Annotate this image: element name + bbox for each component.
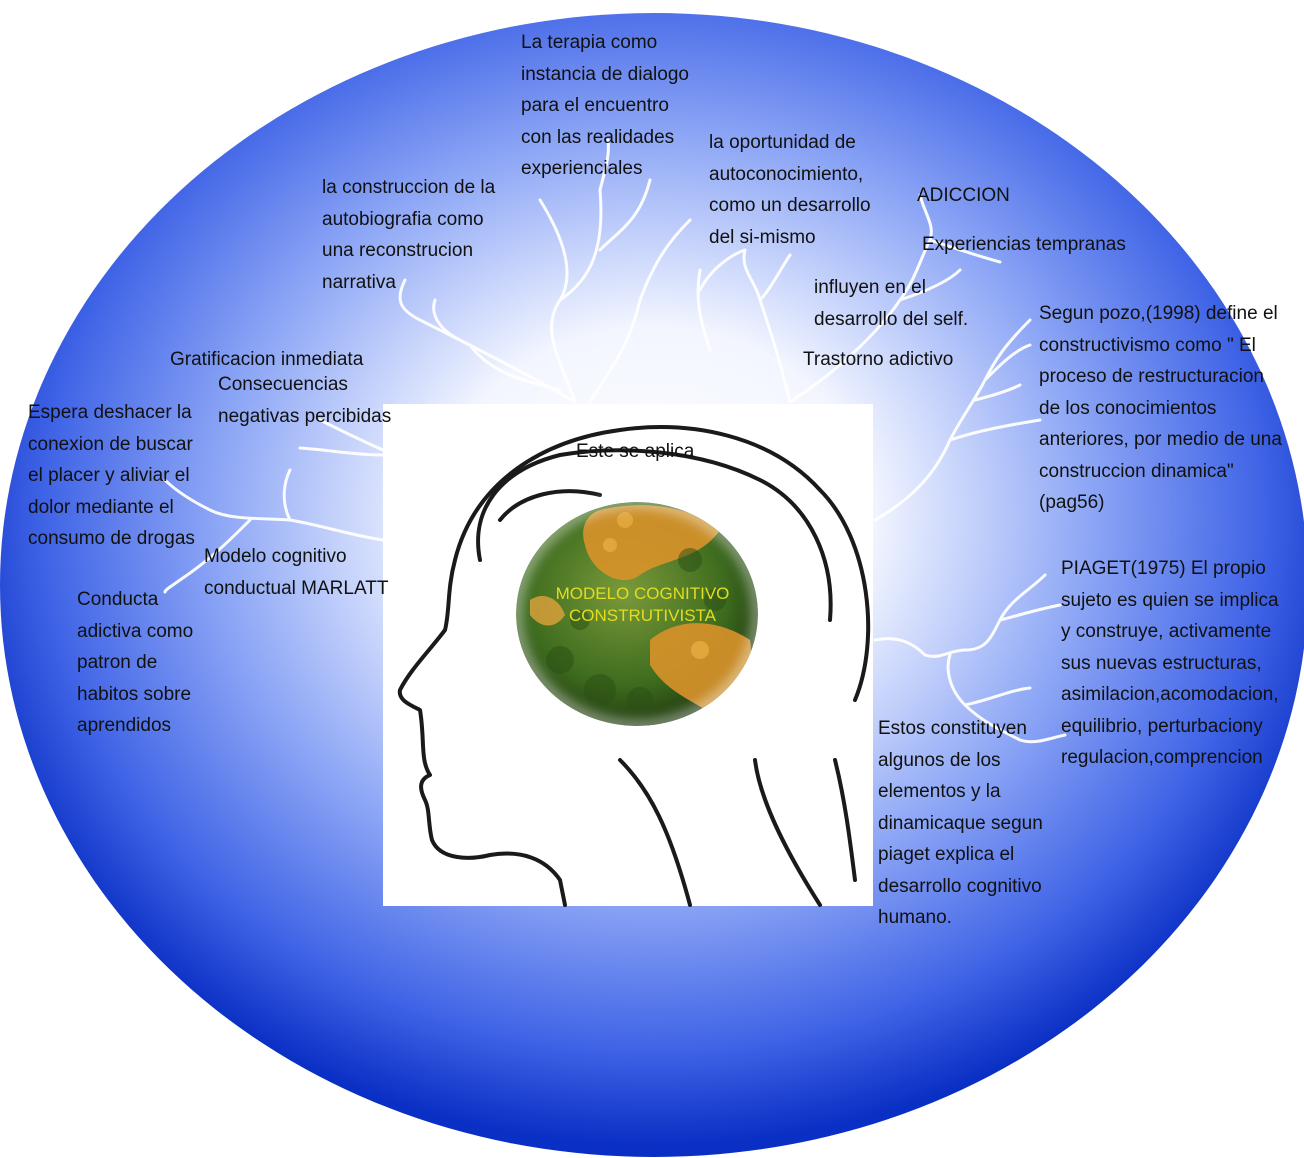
central-topic: MODELO COGNITIVO CONSTRUTIVISTA xyxy=(555,584,730,625)
node-conducta: Conducta adictiva como patron de habitos… xyxy=(77,589,194,736)
node-trastorno: Trastorno adictivo xyxy=(803,349,954,370)
node-piaget: PIAGET(1975) El propio sujeto es quien s… xyxy=(1061,558,1279,768)
node-espera: Espera deshacer la conexion de buscar el… xyxy=(28,402,195,549)
center-subtitle: Este se aplica xyxy=(576,441,695,462)
node-consecuencias: Consecuencias negativas percibidas xyxy=(218,374,392,427)
node-adiccion: ADICCION xyxy=(917,185,1010,206)
node-segun-pozo: Segun pozo,(1998) define el constructivi… xyxy=(1039,303,1282,513)
node-oportunidad: la oportunidad de autoconocimiento, como… xyxy=(709,132,871,248)
node-influyen: influyen en el desarrollo del self. xyxy=(814,277,969,330)
node-gratificacion: Gratificacion inmediata xyxy=(170,349,364,370)
node-modelo-marlatt: Modelo cognitivo conductual MARLATT xyxy=(204,546,389,599)
node-experiencias: Experiencias tempranas xyxy=(922,234,1126,255)
branch-lines xyxy=(163,138,1067,744)
node-construccion: la construccion de la autobiografia como… xyxy=(322,177,496,293)
node-estos: Estos constituyen algunos de los element… xyxy=(878,718,1043,928)
node-terapia: La terapia como instancia de dialogo par… xyxy=(521,32,689,179)
head-profile-icon xyxy=(397,425,871,907)
